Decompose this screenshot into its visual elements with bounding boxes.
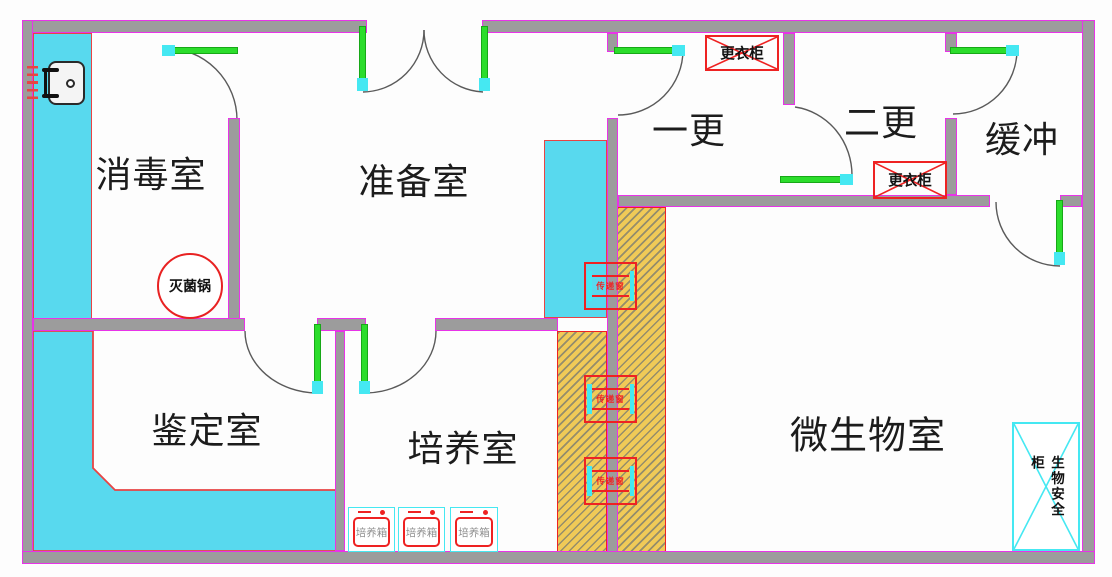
- door-swing-arc: [794, 106, 853, 177]
- sink-drain-icon: [66, 79, 75, 88]
- wall-first-second-change: [783, 33, 795, 105]
- door-swing-arc: [995, 201, 1061, 267]
- wall-top-right: [482, 20, 1095, 33]
- door-swing-arc: [244, 330, 318, 394]
- biosafety-cabinet-label: 生物安全柜: [1029, 455, 1064, 518]
- incubator-box-2: 培养箱: [398, 507, 445, 552]
- pass-window-label: 传递窗: [596, 476, 625, 486]
- incubator-label: 培养箱: [458, 526, 490, 539]
- wardrobe-box-2: 更衣柜: [873, 161, 947, 199]
- room-label-cultivation: 培养室: [407, 429, 519, 469]
- sink-bracket-tick-top: [42, 68, 59, 72]
- door-leaf-first-change: [614, 45, 685, 56]
- door-swing-arc: [164, 47, 238, 121]
- door-leaf-disinfection: [162, 45, 238, 56]
- wall-middle-b: [317, 318, 366, 331]
- pass-window-label: 传递窗: [596, 281, 625, 291]
- room-label-buffer: 缓冲: [984, 120, 1060, 160]
- x-cross-icon: [707, 37, 777, 69]
- sterilizer-label: 灭菌锅: [169, 278, 211, 294]
- incubator-box-3: 培养箱: [450, 507, 498, 552]
- wall-bottom: [22, 551, 1095, 564]
- hatched-wall-left: [557, 331, 607, 552]
- room-label-disinfection: 消毒室: [95, 155, 207, 195]
- room-label-identification: 鉴定室: [151, 411, 263, 451]
- pass-window-3: 传递窗: [584, 457, 637, 505]
- wall-disinfection-preparation: [228, 118, 240, 331]
- door-swing-arc: [952, 49, 1018, 115]
- wall-buffer-bottom-right: [1060, 195, 1082, 207]
- sink-bracket-tick-bottom: [42, 94, 59, 98]
- wall-preparation-right-stub: [607, 33, 618, 52]
- faucet-ticks: [27, 66, 38, 103]
- door-swing-arc: [362, 29, 425, 93]
- wardrobe-label: 更衣柜: [888, 173, 932, 190]
- sterilizer-circle: 灭菌锅: [157, 253, 223, 319]
- pass-window-2: 传递窗: [584, 375, 637, 423]
- door-leaf-preparation-right: [479, 26, 490, 91]
- wall-right: [1082, 20, 1095, 564]
- room-label-microbiology: 微生物室: [789, 415, 947, 458]
- x-cross-icon: [1014, 424, 1078, 549]
- wall-middle-c: [435, 318, 558, 331]
- wall-top-left: [22, 20, 367, 33]
- door-leaf-identification: [312, 324, 323, 394]
- incubator-label: 培养箱: [405, 526, 438, 539]
- wall-identification-cultivation: [335, 331, 345, 551]
- room-label-second-change: 二更: [843, 103, 919, 143]
- door-swing-arc: [617, 49, 684, 116]
- door-swing-arc: [423, 29, 484, 93]
- door-leaf-second-change: [780, 174, 853, 185]
- door-leaf-cultivation: [359, 324, 370, 394]
- pass-window-1: 传递窗: [584, 262, 637, 310]
- door-leaf-buffer: [950, 45, 1019, 56]
- wall-second-change-buffer: [945, 118, 957, 195]
- biosafety-cabinet-box: 生物安全柜: [1012, 422, 1080, 551]
- wardrobe-box-1: 更衣柜: [705, 35, 779, 71]
- incubator-box-1: 培养箱: [348, 507, 395, 552]
- door-leaf-microbiology: [1054, 200, 1065, 265]
- pass-window-label: 传递窗: [596, 394, 625, 404]
- x-cross-icon: [875, 163, 945, 197]
- sink-bracket: [44, 69, 47, 98]
- door-leaf-preparation-left: [357, 26, 368, 91]
- wall-preparation-right: [607, 118, 618, 552]
- wall-middle-a: [33, 318, 245, 331]
- counter-preparation: [544, 140, 607, 318]
- hatched-wall-right: [616, 207, 666, 552]
- room-label-preparation: 准备室: [358, 162, 470, 202]
- door-swing-arc: [365, 330, 437, 394]
- wardrobe-label: 更衣柜: [720, 46, 764, 63]
- incubator-label: 培养箱: [355, 526, 388, 539]
- room-label-first-change: 一更: [651, 111, 727, 151]
